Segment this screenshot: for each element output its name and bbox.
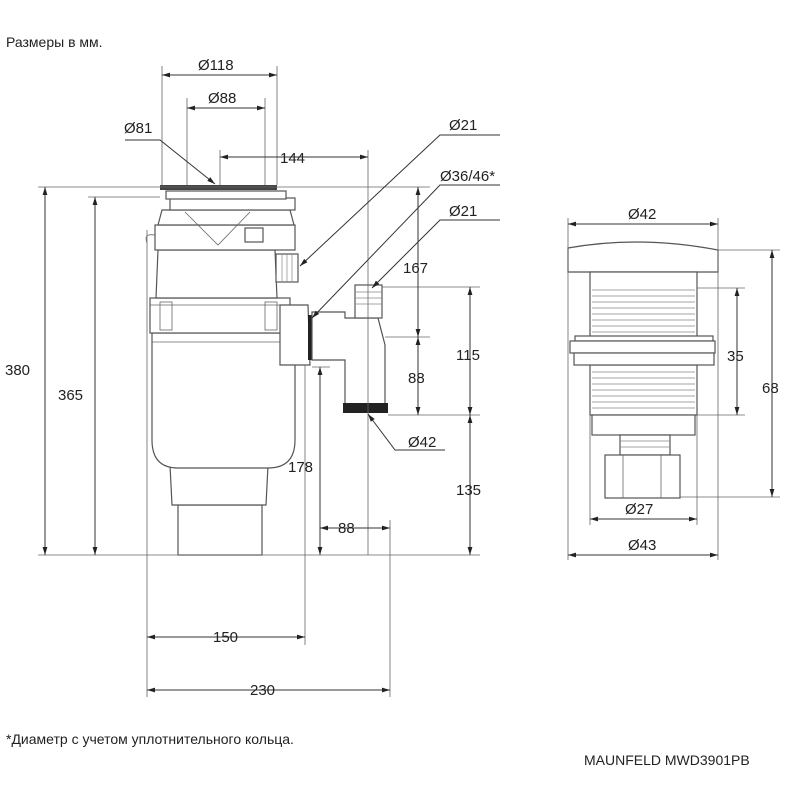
dim-top-flange: Ø118 xyxy=(198,57,234,74)
dim-drain-connection: Ø36/46* xyxy=(440,168,495,185)
model-name: MAUNFELD MWD3901PB xyxy=(584,752,750,768)
button-extension-lines xyxy=(567,218,780,560)
dim-cap-diameter: Ø42 xyxy=(628,206,656,223)
dimension-lines xyxy=(42,72,500,693)
units-note: Размеры в мм. xyxy=(6,34,103,50)
pneumatic-button-drawing xyxy=(567,241,719,499)
disposer-drawing xyxy=(145,185,388,556)
dim-sink-hole: Ø81 xyxy=(124,120,152,137)
button-dimension-lines xyxy=(568,221,775,558)
dim-dishwasher-inlet: Ø21 xyxy=(449,117,477,134)
dim-button-height: 68 xyxy=(762,380,779,397)
dim-150: 150 xyxy=(213,629,238,646)
dim-167: 167 xyxy=(403,260,428,277)
dim-body-height: 365 xyxy=(58,387,83,404)
dim-outlet-offset: 144 xyxy=(280,150,305,167)
dim-115: 115 xyxy=(456,347,480,364)
dim-thread-diameter: Ø27 xyxy=(625,501,653,518)
dim-88-vertical: 88 xyxy=(408,370,425,387)
footnote: *Диаметр с учетом уплотнительного кольца… xyxy=(6,731,294,747)
dim-135: 135 xyxy=(456,482,481,499)
dim-inner: Ø88 xyxy=(208,90,236,107)
dim-thread-length: 35 xyxy=(727,348,744,365)
dim-outlet-bottom: Ø42 xyxy=(408,434,436,451)
dim-total-height: 380 xyxy=(5,362,30,379)
dim-flange-diameter: Ø43 xyxy=(628,537,656,554)
extension-lines xyxy=(38,66,480,697)
dim-outlet-top: Ø21 xyxy=(449,203,477,220)
dim-178: 178 xyxy=(288,459,313,476)
dim-230: 230 xyxy=(250,682,275,699)
dim-88-horizontal: 88 xyxy=(338,520,355,537)
